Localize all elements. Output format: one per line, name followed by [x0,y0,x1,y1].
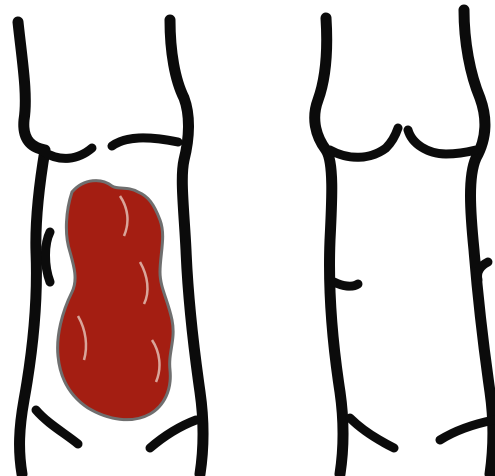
left-torso-chest-right [112,138,178,146]
organ-shape [58,181,174,420]
enlarged-organ [58,181,174,420]
right-torso-bottom-right [440,420,494,440]
left-torso-bottom-left [36,410,78,444]
right-torso [315,10,494,474]
left-torso-chest-left [44,148,92,158]
right-torso-waist-notch-left [334,282,358,286]
left-torso [18,20,203,474]
right-torso-left-side [315,18,343,474]
left-torso-waist-notch [46,232,51,282]
right-torso-bottom-left [350,418,394,448]
left-torso-right-side [170,20,203,474]
right-torso-right-side [464,10,493,474]
right-torso-chest-left [330,128,398,157]
left-torso-bottom-right [150,420,196,448]
right-torso-chest-right [408,130,476,154]
right-torso-waist-notch-right [477,262,488,280]
left-torso-left-side [18,22,45,474]
